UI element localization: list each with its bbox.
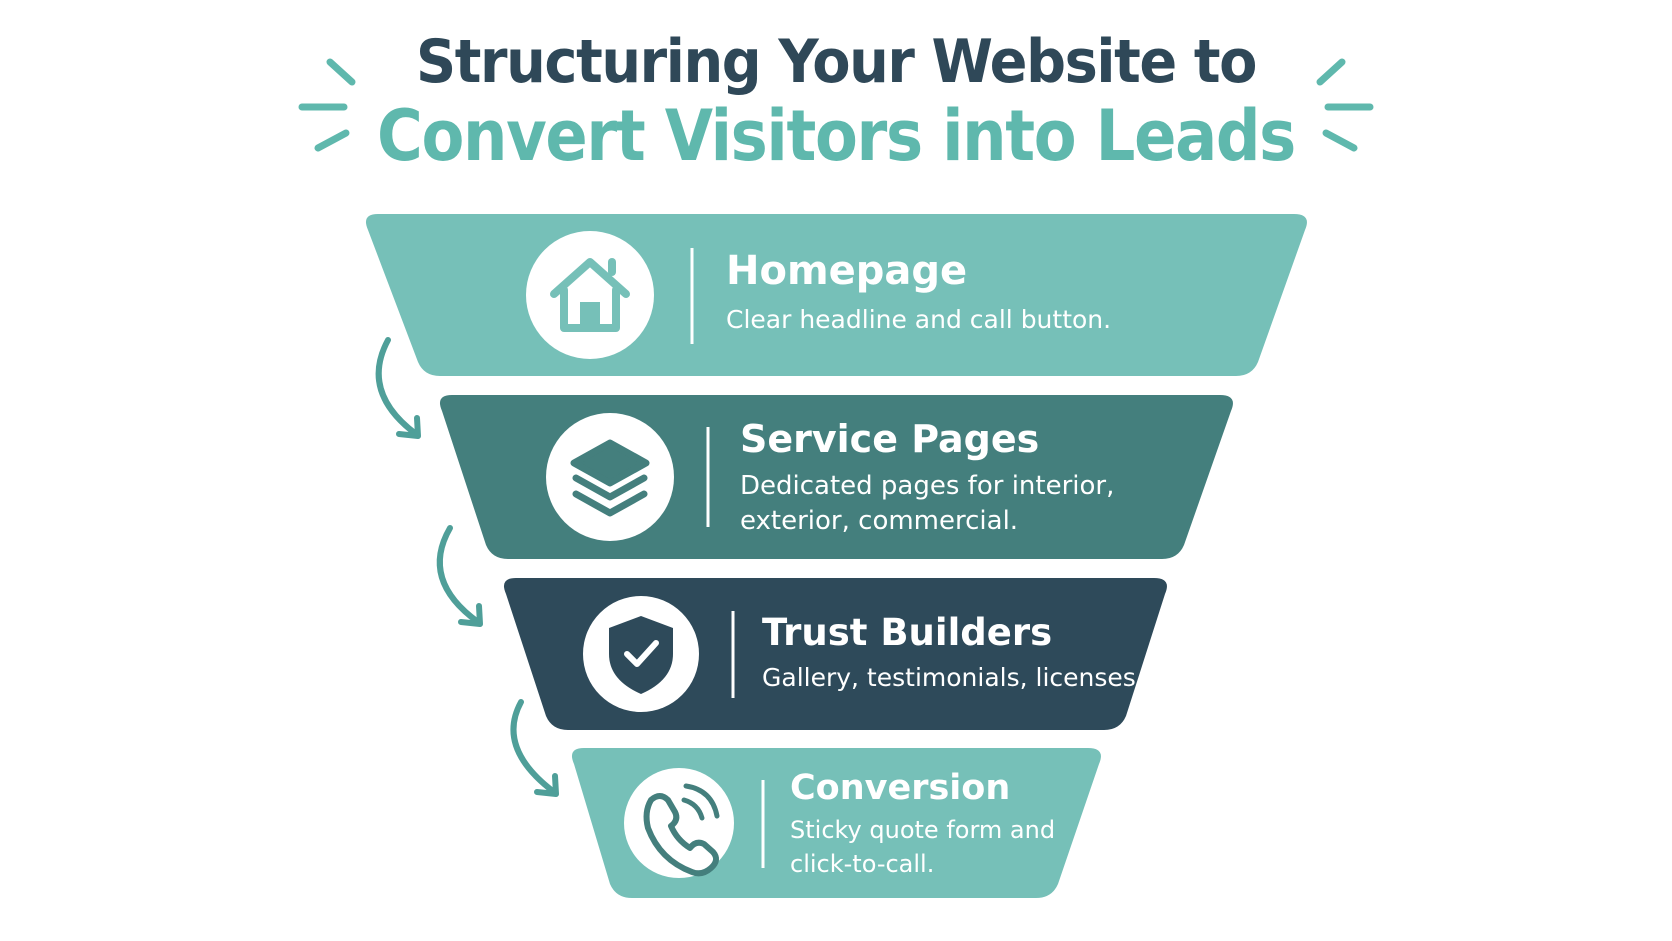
stage-1-desc: Clear headline and call button. — [726, 305, 1111, 334]
sparkle-right-icon — [1316, 58, 1374, 152]
sparkle-left-icon — [298, 58, 356, 152]
stage-1-band — [365, 214, 1307, 376]
arrow-3-icon — [510, 699, 559, 797]
title-line-2: Convert Visitors into Leads — [377, 95, 1295, 177]
stage-2-desc-line-2: exterior, commercial. — [740, 506, 1018, 536]
stage-service-pages: Service Pages Dedicated pages for interi… — [439, 395, 1233, 559]
title: Structuring Your Website to Convert Visi… — [377, 27, 1297, 177]
stage-1-title: Homepage — [726, 248, 967, 294]
stage-4-desc-line-2: click-to-call. — [790, 850, 934, 878]
stage-3-desc: Gallery, testimonials, licenses. — [762, 663, 1144, 692]
flow-arrows — [375, 337, 559, 797]
stage-4-desc-line-1: Sticky quote form and — [790, 816, 1055, 844]
arrow-1-icon — [375, 337, 421, 439]
checkmark-icon — [624, 640, 659, 667]
stage-homepage: Homepage Clear headline and call button. — [365, 214, 1307, 376]
house-door-icon — [580, 302, 600, 328]
phone-icon — [643, 783, 720, 877]
arrow-2-icon — [436, 525, 483, 627]
stage-3-title: Trust Builders — [762, 611, 1052, 654]
layers-icon — [570, 439, 650, 517]
stage-1-icon-circle — [526, 231, 654, 359]
title-line-1: Structuring Your Website to — [416, 27, 1256, 97]
stage-4-title: Conversion — [790, 768, 1010, 808]
stage-2-desc-line-1: Dedicated pages for interior, — [740, 471, 1114, 501]
stage-conversion: Conversion Sticky quote form and click-t… — [571, 748, 1101, 898]
shield-check-icon — [609, 616, 673, 694]
stage-trust-builders: Trust Builders Gallery, testimonials, li… — [503, 578, 1167, 730]
stage-2-title: Service Pages — [740, 417, 1039, 461]
